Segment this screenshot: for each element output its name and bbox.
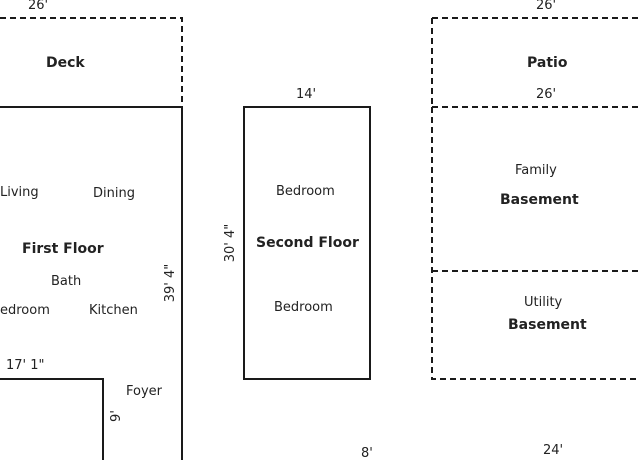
deck-outline — [0, 17, 183, 107]
second-floor-bottom-dimension: 8' — [361, 446, 373, 461]
second-floor-outline — [243, 106, 371, 380]
second-floor-top-dimension: 14' — [296, 87, 317, 102]
basement-bottom-dimension: 24' — [543, 443, 564, 458]
first-floor-top-dimension: 26' — [28, 0, 49, 13]
room-family: Family — [515, 163, 557, 178]
first-floor-side-dimension: 39' 4" — [163, 263, 178, 303]
room-living: Living — [0, 185, 39, 200]
first-floor-notch-dimension: 9' — [109, 410, 124, 422]
room-dining: Dining — [93, 186, 135, 201]
room-kitchen: Kitchen — [89, 303, 138, 318]
basement-mid-dimension: 26' — [536, 87, 557, 102]
basement-utility-title: Basement — [508, 317, 587, 333]
room-bedroom-lower: Bedroom — [274, 300, 333, 315]
deck-label: Deck — [46, 55, 85, 71]
second-floor-title: Second Floor — [256, 235, 359, 251]
basement-family-title: Basement — [500, 192, 579, 208]
room-bedroom-upper: Bedroom — [276, 184, 335, 199]
first-floor-notch — [0, 378, 104, 460]
basement-top-dimension: 26' — [536, 0, 557, 13]
basement-outline — [431, 106, 640, 380]
patio-label: Patio — [527, 55, 568, 71]
first-floor-title: First Floor — [22, 241, 104, 257]
room-foyer: Foyer — [126, 384, 163, 399]
room-bath: Bath — [51, 274, 82, 289]
second-floor-side-dimension: 30' 4" — [223, 223, 238, 263]
first-floor-bottom-dimension: 17' 1" — [6, 358, 45, 373]
room-utility: Utility — [524, 295, 563, 310]
room-bedroom: edroom — [0, 303, 50, 318]
first-floor-outline — [0, 106, 183, 460]
patio-outline — [431, 17, 640, 107]
